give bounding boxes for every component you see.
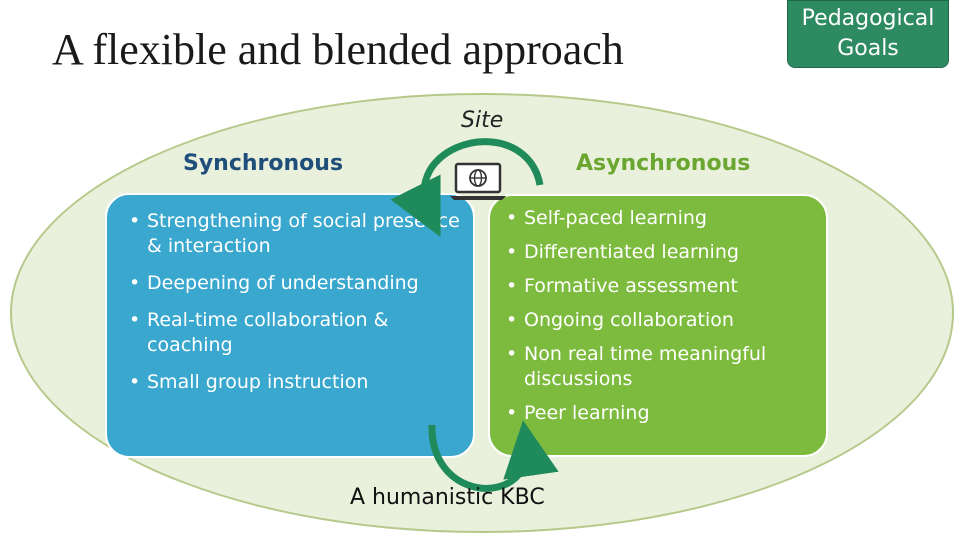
asynchronous-item: Differentiated learning [504, 240, 816, 265]
asynchronous-heading: Asynchronous [576, 151, 751, 176]
asynchronous-item: Self-paced learning [504, 206, 816, 231]
humanistic-kbc-label: A humanistic KBC [350, 485, 545, 510]
slide-title: A flexible and blended approach [52, 25, 624, 74]
badge-line-1: Pedagogical [801, 6, 935, 31]
synchronous-item: Deepening of understanding [127, 271, 461, 296]
synchronous-item: Real-time collaboration & coaching [127, 308, 461, 358]
synchronous-heading: Synchronous [183, 151, 344, 176]
synchronous-item: Strengthening of social presence & inter… [127, 209, 461, 259]
asynchronous-item: Peer learning [504, 401, 816, 426]
synchronous-list: Strengthening of social presence & inter… [127, 209, 461, 395]
site-label: Site [461, 108, 504, 133]
badge-line-2: Goals [837, 36, 899, 61]
asynchronous-card: Self-paced learning Differentiated learn… [488, 194, 828, 457]
asynchronous-list: Self-paced learning Differentiated learn… [504, 206, 816, 426]
synchronous-card: Strengthening of social presence & inter… [105, 193, 475, 458]
asynchronous-item: Ongoing collaboration [504, 308, 816, 333]
pedagogical-goals-badge: Pedagogical Goals [787, 0, 949, 68]
asynchronous-item: Non real time meaningful discussions [504, 342, 816, 392]
laptop-globe-icon [450, 162, 506, 200]
synchronous-item: Small group instruction [127, 370, 461, 395]
asynchronous-item: Formative assessment [504, 274, 816, 299]
